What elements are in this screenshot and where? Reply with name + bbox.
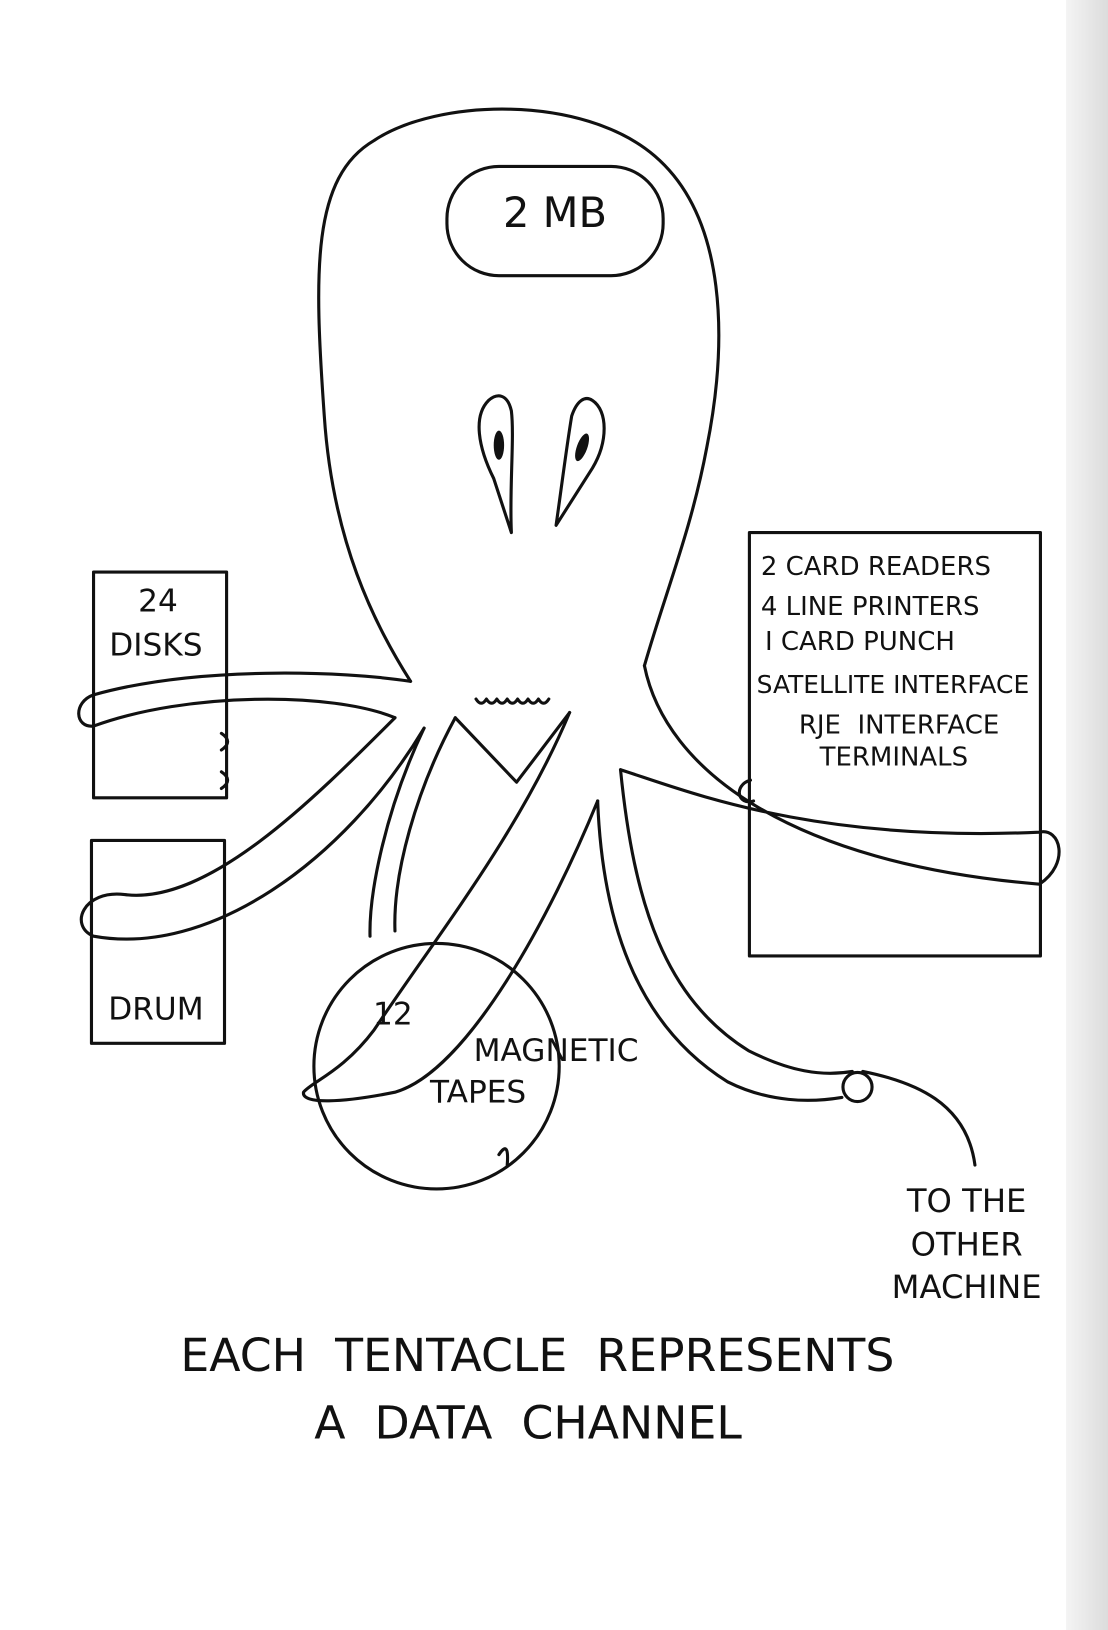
tentacle-other-machine <box>596 799 844 1102</box>
other-machine-label-3: MACHINE <box>892 1268 1042 1306</box>
other-machine-label-2: OTHER <box>911 1226 1023 1264</box>
page-edge-shadow <box>1066 0 1108 1630</box>
chin <box>453 710 572 784</box>
drum-label: DRUM <box>108 991 203 1027</box>
left-pupil <box>493 430 505 460</box>
tentacle-disks <box>77 671 413 728</box>
disks-box <box>91 570 229 800</box>
disks-label: DISKS <box>109 627 202 663</box>
peripheral-item: 4 LINE PRINTERS <box>761 592 980 622</box>
tapes-count: 12 <box>373 997 413 1033</box>
right-eye <box>554 396 606 527</box>
mouth <box>474 697 551 705</box>
tapes-label-2: TAPES <box>429 1075 526 1111</box>
peripheral-item: RJE INTERFACE <box>799 710 999 740</box>
caption-line-1: EACH TENTACLE REPRESENTS <box>180 1329 894 1382</box>
tentacle-inner-left <box>368 726 426 938</box>
memory-badge <box>445 164 665 278</box>
tentacle-other-machine-2 <box>618 768 854 1075</box>
left-eye <box>477 394 514 535</box>
tapes-label-1: MAGNETIC <box>474 1033 639 1069</box>
cable-to-other-machine <box>861 1069 977 1167</box>
tentacle-peripherals <box>618 664 1061 886</box>
peripheral-item: 2 CARD READERS <box>761 552 991 582</box>
tentacle-tapes <box>301 710 600 1103</box>
disk-hooks <box>219 731 230 791</box>
caption-line-2: A DATA CHANNEL <box>314 1397 742 1450</box>
peripheral-item: SATELLITE INTERFACE <box>757 670 1030 699</box>
other-machine-label-1: TO THE <box>906 1182 1027 1220</box>
drum-box <box>89 838 227 1045</box>
tape-hook <box>497 1147 510 1167</box>
octopus-head <box>317 107 721 683</box>
memory-label: 2 MB <box>503 188 607 237</box>
peripheral-item: I CARD PUNCH <box>765 627 955 657</box>
tentacle-drum <box>79 716 426 941</box>
tapes-reel <box>312 941 561 1191</box>
tentacle-inner-left-2 <box>393 716 457 933</box>
peripherals-box <box>747 531 1042 958</box>
disks-count: 24 <box>138 584 178 620</box>
cable-knot <box>841 1070 874 1104</box>
right-pupil <box>575 433 590 462</box>
peripheral-item: TERMINALS <box>819 743 969 773</box>
